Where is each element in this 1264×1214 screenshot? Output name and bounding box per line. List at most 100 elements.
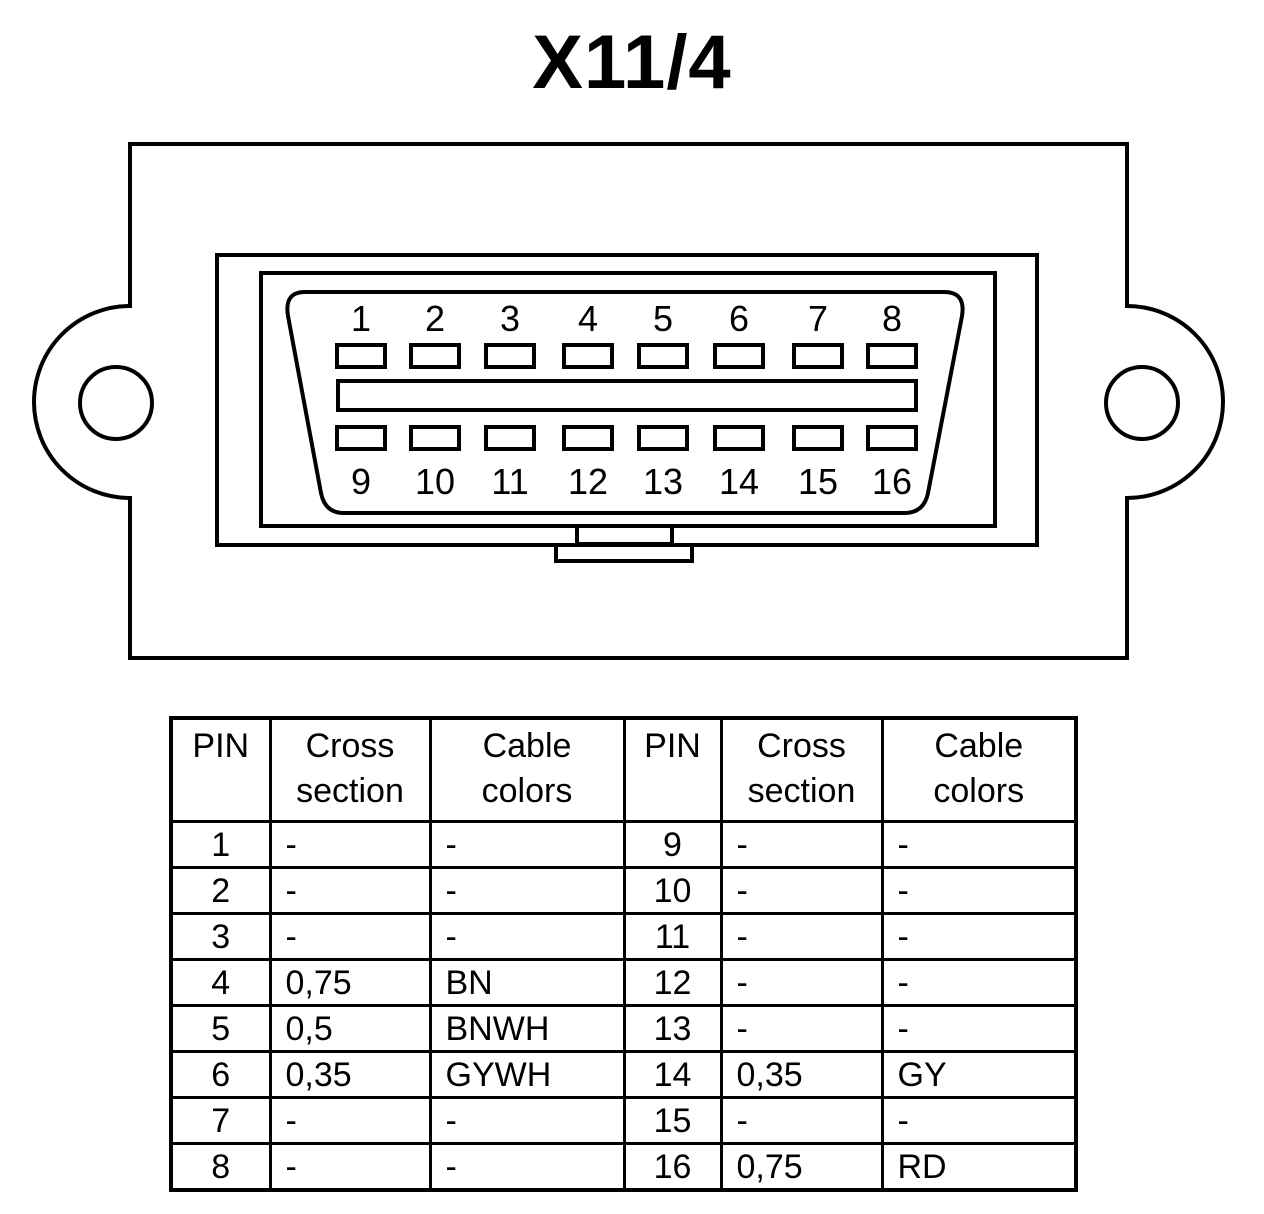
contact-bottom-pin-11 — [484, 425, 536, 451]
pin-cell: 1 — [169, 820, 272, 869]
socket-center-bar — [336, 379, 918, 412]
pin-number-label: 6 — [729, 298, 749, 339]
cable-color-cell: RD — [880, 1142, 1078, 1192]
cross-section-cell: 0,75 — [268, 958, 432, 1007]
pin-cell: 6 — [169, 1050, 272, 1099]
header-cable-line1: Cable — [482, 727, 572, 765]
pin-cell: 8 — [169, 1142, 272, 1192]
cross-section-cell: 0,35 — [268, 1050, 432, 1099]
cross-section-cell: - — [268, 1096, 432, 1145]
contact-top-pin-8 — [866, 343, 918, 369]
connector-key-outer — [554, 545, 694, 563]
contact-top-pin-4 — [562, 343, 614, 369]
cross-section-cell: - — [719, 912, 884, 961]
diagram-title: X11/4 — [532, 20, 732, 105]
cable-color-cell: - — [428, 1142, 626, 1192]
header-cable-line2: colors — [481, 772, 573, 810]
pin-cell: 7 — [169, 1096, 272, 1145]
cross-section-cell: - — [268, 1142, 432, 1192]
cross-section-cell: - — [268, 820, 432, 869]
pin-number-label: 10 — [415, 461, 455, 502]
header-cross-line2-2: section — [747, 772, 856, 810]
connector-key-inner — [575, 526, 674, 546]
contact-bottom-pin-13 — [637, 425, 689, 451]
pin-number-label: 9 — [351, 461, 371, 502]
contact-bottom-pin-16 — [866, 425, 918, 451]
table-row: 6 0,35 GYWH 14 0,35 GY — [169, 1050, 1078, 1099]
header-pin: PIN — [169, 716, 272, 823]
cable-color-cell: GY — [880, 1050, 1078, 1099]
cross-section-cell: - — [719, 958, 884, 1007]
cross-section-cell: 0,5 — [268, 1004, 432, 1053]
pin-cell: 15 — [622, 1096, 723, 1145]
cross-section-cell: 0,75 — [719, 1142, 884, 1192]
pin-number-label: 13 — [643, 461, 683, 502]
contact-top-pin-6 — [713, 343, 765, 369]
contact-bottom-pin-14 — [713, 425, 765, 451]
header-cable-colors: Cable colors — [428, 716, 626, 823]
table-row: 1 - - 9 - - — [169, 820, 1078, 869]
contact-top-pin-7 — [792, 343, 844, 369]
cable-color-cell: - — [428, 912, 626, 961]
pin-cell: 9 — [622, 820, 723, 869]
pin-cell: 11 — [622, 912, 723, 961]
header-cable-line2-2: colors — [933, 772, 1025, 810]
contact-top-pin-5 — [637, 343, 689, 369]
cable-color-cell: - — [880, 958, 1078, 1007]
pin-number-label: 3 — [500, 298, 520, 339]
pin-number-label: 7 — [808, 298, 828, 339]
header-pin-label-2: PIN — [644, 727, 701, 765]
cable-color-cell: - — [880, 820, 1078, 869]
pin-number-label: 2 — [425, 298, 445, 339]
header-cable-colors-2: Cable colors — [880, 716, 1078, 823]
pin-cell: 2 — [169, 866, 272, 915]
cable-color-cell: - — [428, 820, 626, 869]
pin-number-label: 5 — [653, 298, 673, 339]
cable-color-cell: - — [880, 1096, 1078, 1145]
table-row: 3 - - 11 - - — [169, 912, 1078, 961]
pin-cell: 12 — [622, 958, 723, 1007]
cable-color-cell: - — [428, 866, 626, 915]
cross-section-cell: - — [719, 866, 884, 915]
pin-number-label: 15 — [798, 461, 838, 502]
pin-number-label: 4 — [578, 298, 598, 339]
cable-color-cell: - — [880, 1004, 1078, 1053]
socket-face — [285, 290, 965, 515]
header-pin-label: PIN — [192, 727, 250, 765]
header-cross-line1-2: Cross — [757, 727, 846, 765]
header-pin-2: PIN — [622, 716, 723, 823]
connector-housing-inner — [259, 271, 997, 528]
pin-number-label: 14 — [719, 461, 759, 502]
cross-section-cell: 0,35 — [719, 1050, 884, 1099]
pin-table: PIN Cross section Cable colors PIN Cross… — [169, 716, 1078, 1192]
pin-cell: 16 — [622, 1142, 723, 1192]
pin-cell: 4 — [169, 958, 272, 1007]
header-cross-line1: Cross — [305, 727, 395, 765]
pin-number-label: 8 — [882, 298, 902, 339]
pin-cell: 5 — [169, 1004, 272, 1053]
cable-color-cell: BN — [428, 958, 626, 1007]
contact-top-pin-2 — [409, 343, 461, 369]
pin-cell: 14 — [622, 1050, 723, 1099]
cross-section-cell: - — [719, 1096, 884, 1145]
cable-color-cell: GYWH — [428, 1050, 626, 1099]
cable-color-cell: - — [880, 912, 1078, 961]
pin-number-label: 11 — [491, 461, 528, 502]
cable-color-cell: - — [880, 866, 1078, 915]
pin-number-label: 1 — [351, 298, 371, 339]
pin-cell: 13 — [622, 1004, 723, 1053]
contact-top-pin-1 — [335, 343, 387, 369]
mounting-hole-left — [78, 365, 154, 441]
header-cross-section: Cross section — [268, 716, 432, 823]
cable-color-cell: - — [428, 1096, 626, 1145]
header-cross-section-2: Cross section — [719, 716, 884, 823]
contact-top-pin-3 — [484, 343, 536, 369]
table-row: 5 0,5 BNWH 13 - - — [169, 1004, 1078, 1053]
pin-number-label: 12 — [568, 461, 608, 502]
table-row: 7 - - 15 - - — [169, 1096, 1078, 1145]
pin-cell: 3 — [169, 912, 272, 961]
cross-section-cell: - — [268, 866, 432, 915]
header-cable-line1-2: Cable — [934, 727, 1024, 765]
contact-bottom-pin-15 — [792, 425, 844, 451]
mounting-hole-right — [1104, 365, 1180, 441]
